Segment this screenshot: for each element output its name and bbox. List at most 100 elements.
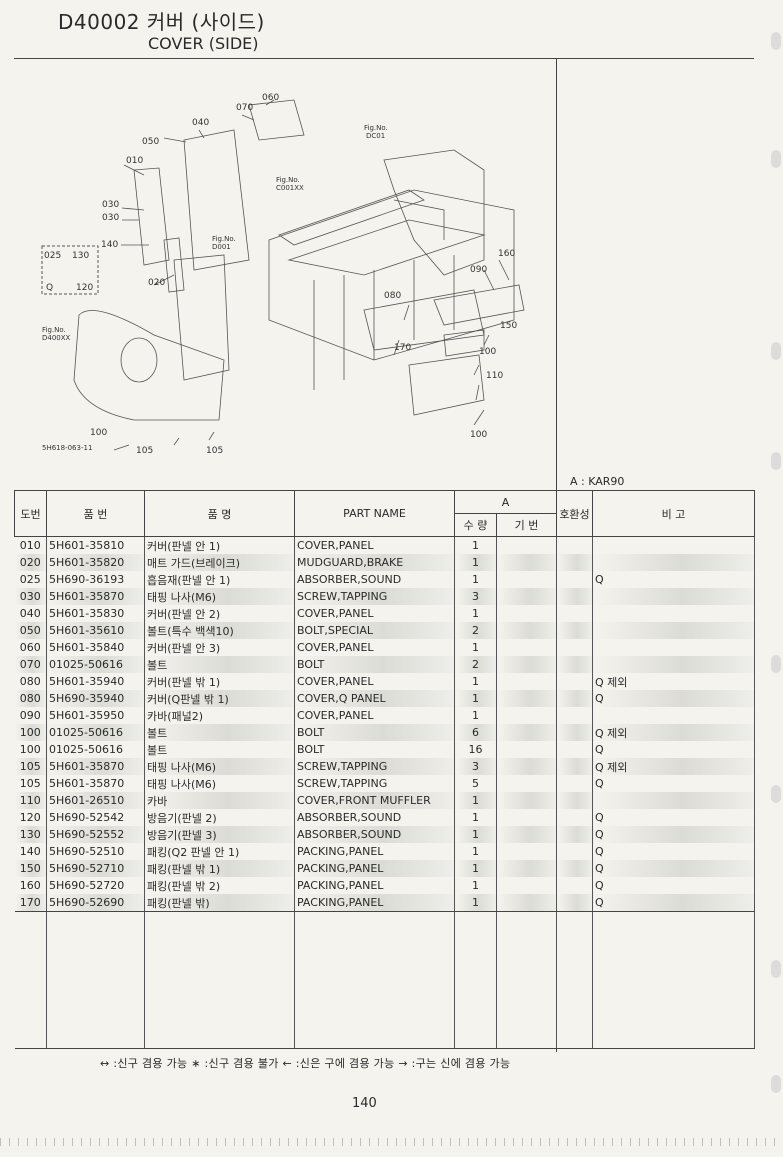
row-part-name: SCREW,TAPPING	[294, 758, 455, 775]
row-interchange	[556, 724, 593, 741]
header-part-name: PART NAME	[294, 490, 455, 537]
row-part-number: 5H690-52690	[46, 894, 145, 912]
row-base	[496, 741, 557, 758]
row-interchange	[556, 775, 593, 792]
row-name-kr: 볼트(특수 백색10)	[144, 622, 295, 639]
row-no: 040	[14, 605, 47, 622]
figref-dc01-line1: Fig.No.	[364, 124, 388, 132]
row-qty: 1	[454, 877, 497, 894]
page-number: 140	[352, 1096, 377, 1111]
row-base	[496, 571, 557, 588]
row-name-kr: 커버(판넬 안 2)	[144, 605, 295, 622]
row-interchange	[556, 826, 593, 843]
row-name-kr: 볼트	[144, 741, 295, 758]
row-no: 080	[14, 673, 47, 690]
callout-120: 120	[76, 283, 93, 293]
inset-box	[41, 245, 99, 295]
figref-d400xx-line1: Fig.No.	[42, 326, 66, 334]
figref-c001xx-line2: C001XX	[276, 184, 304, 192]
row-qty: 1	[454, 826, 497, 843]
row-name-kr: 커버(Q판넬 밖 1)	[144, 690, 295, 707]
callout-070: 070	[236, 103, 253, 113]
row-interchange	[556, 758, 593, 775]
row-part-number: 5H690-35940	[46, 690, 145, 707]
row-part-name: MUDGUARD,BRAKE	[294, 554, 455, 571]
row-no: 100	[14, 724, 47, 741]
header-part-number: 품 번	[46, 490, 145, 537]
row-remarks: Q	[592, 826, 755, 843]
row-remarks: Q	[592, 690, 755, 707]
callout-160: 160	[498, 249, 515, 259]
row-part-number: 5H601-26510	[46, 792, 145, 809]
row-part-name: BOLT	[294, 656, 455, 673]
callout-040: 040	[192, 118, 209, 128]
figref-dc01-line2: DC01	[366, 132, 385, 140]
row-qty: 1	[454, 809, 497, 826]
row-remarks: Q	[592, 741, 755, 758]
callout-025: 025	[44, 251, 61, 261]
row-interchange	[556, 877, 593, 894]
row-part-number: 5H601-35870	[46, 775, 145, 792]
row-base	[496, 690, 557, 707]
row-remarks	[592, 639, 755, 656]
row-base	[496, 894, 557, 912]
row-remarks: Q	[592, 571, 755, 588]
callout-020: 020	[148, 278, 165, 288]
row-base	[496, 622, 557, 639]
row-qty: 3	[454, 588, 497, 605]
row-qty: 16	[454, 741, 497, 758]
row-name-kr: 방음기(판넬 2)	[144, 809, 295, 826]
row-part-name: COVER,PANEL	[294, 536, 455, 554]
row-interchange	[556, 639, 593, 656]
row-no: 030	[14, 588, 47, 605]
header-no: 도번	[14, 490, 47, 537]
row-part-name: BOLT	[294, 724, 455, 741]
row-base	[496, 843, 557, 860]
callout-080: 080	[384, 291, 401, 301]
row-base	[496, 588, 557, 605]
row-base	[496, 758, 557, 775]
row-remarks: Q	[592, 877, 755, 894]
row-qty: 1	[454, 690, 497, 707]
row-part-number: 5H690-52510	[46, 843, 145, 860]
row-name-kr: 커버(판넬 안 1)	[144, 536, 295, 554]
row-qty: 1	[454, 536, 497, 554]
diagram-linework	[73, 99, 525, 451]
row-qty: 1	[454, 571, 497, 588]
header-base: 기 번	[496, 513, 557, 537]
row-interchange	[556, 536, 593, 554]
row-remarks	[592, 536, 755, 554]
callout-170: 170	[394, 343, 411, 353]
row-qty: 6	[454, 724, 497, 741]
row-part-name: PACKING,PANEL	[294, 843, 455, 860]
row-part-number: 5H601-35870	[46, 588, 145, 605]
row-qty: 5	[454, 775, 497, 792]
row-qty: 2	[454, 622, 497, 639]
row-part-number: 01025-50616	[46, 741, 145, 758]
row-name-kr: 카바(패널2)	[144, 707, 295, 724]
row-part-name: BOLT	[294, 741, 455, 758]
row-part-number: 5H601-35610	[46, 622, 145, 639]
callout-105-a: 105	[136, 446, 153, 456]
row-no: 010	[14, 536, 47, 554]
row-part-name: ABSORBER,SOUND	[294, 571, 455, 588]
row-remarks: Q	[592, 860, 755, 877]
header-name-kr: 품 명	[144, 490, 295, 537]
row-part-number: 5H601-35810	[46, 536, 145, 554]
row-interchange	[556, 894, 593, 912]
callout-110: 110	[486, 371, 503, 381]
callout-105-b: 105	[206, 446, 223, 456]
figref-c001xx-line1: Fig.No.	[276, 176, 300, 184]
row-remarks	[592, 588, 755, 605]
